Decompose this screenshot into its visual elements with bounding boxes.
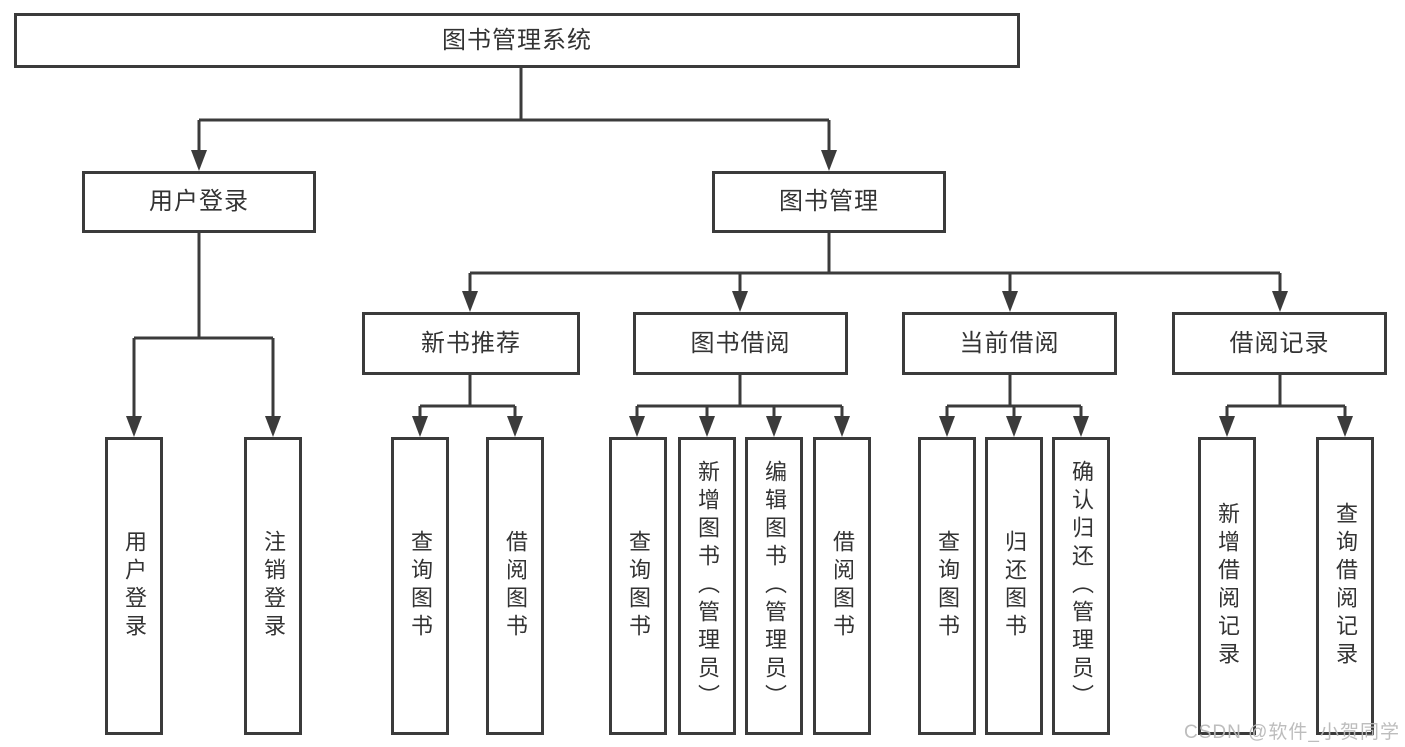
leaf-recommend-borrow-books: 借阅图书: [486, 437, 544, 735]
leaf-borrow-edit-books-admin: 编辑图书（管理员）: [745, 437, 803, 735]
node-user-login: 用户登录: [82, 171, 316, 233]
node-borrowing-records: 借阅记录: [1172, 312, 1387, 375]
leaf-current-confirm-return-admin: 确认归还（管理员）: [1052, 437, 1110, 735]
node-new-book-recommendation: 新书推荐: [362, 312, 580, 375]
leaf-records-search-borrow-record: 查询借阅记录: [1316, 437, 1374, 735]
watermark: CSDN @软件_小贺同学: [1184, 722, 1400, 743]
node-library-system: 图书管理系统: [14, 13, 1020, 68]
leaf-logout: 注销登录: [244, 437, 302, 735]
leaf-current-search-books: 查询图书: [918, 437, 976, 735]
leaf-recommend-search-books: 查询图书: [391, 437, 449, 735]
node-book-management: 图书管理: [712, 171, 946, 233]
leaf-borrow-add-books-admin: 新增图书（管理员）: [678, 437, 736, 735]
leaf-borrow-borrow-books: 借阅图书: [813, 437, 871, 735]
leaf-user-login: 用户登录: [105, 437, 163, 735]
leaf-current-return-books: 归还图书: [985, 437, 1043, 735]
node-book-borrowing: 图书借阅: [633, 312, 848, 375]
leaf-records-add-borrow-record: 新增借阅记录: [1198, 437, 1256, 735]
node-current-borrowing: 当前借阅: [902, 312, 1117, 375]
leaf-borrow-search-books: 查询图书: [609, 437, 667, 735]
